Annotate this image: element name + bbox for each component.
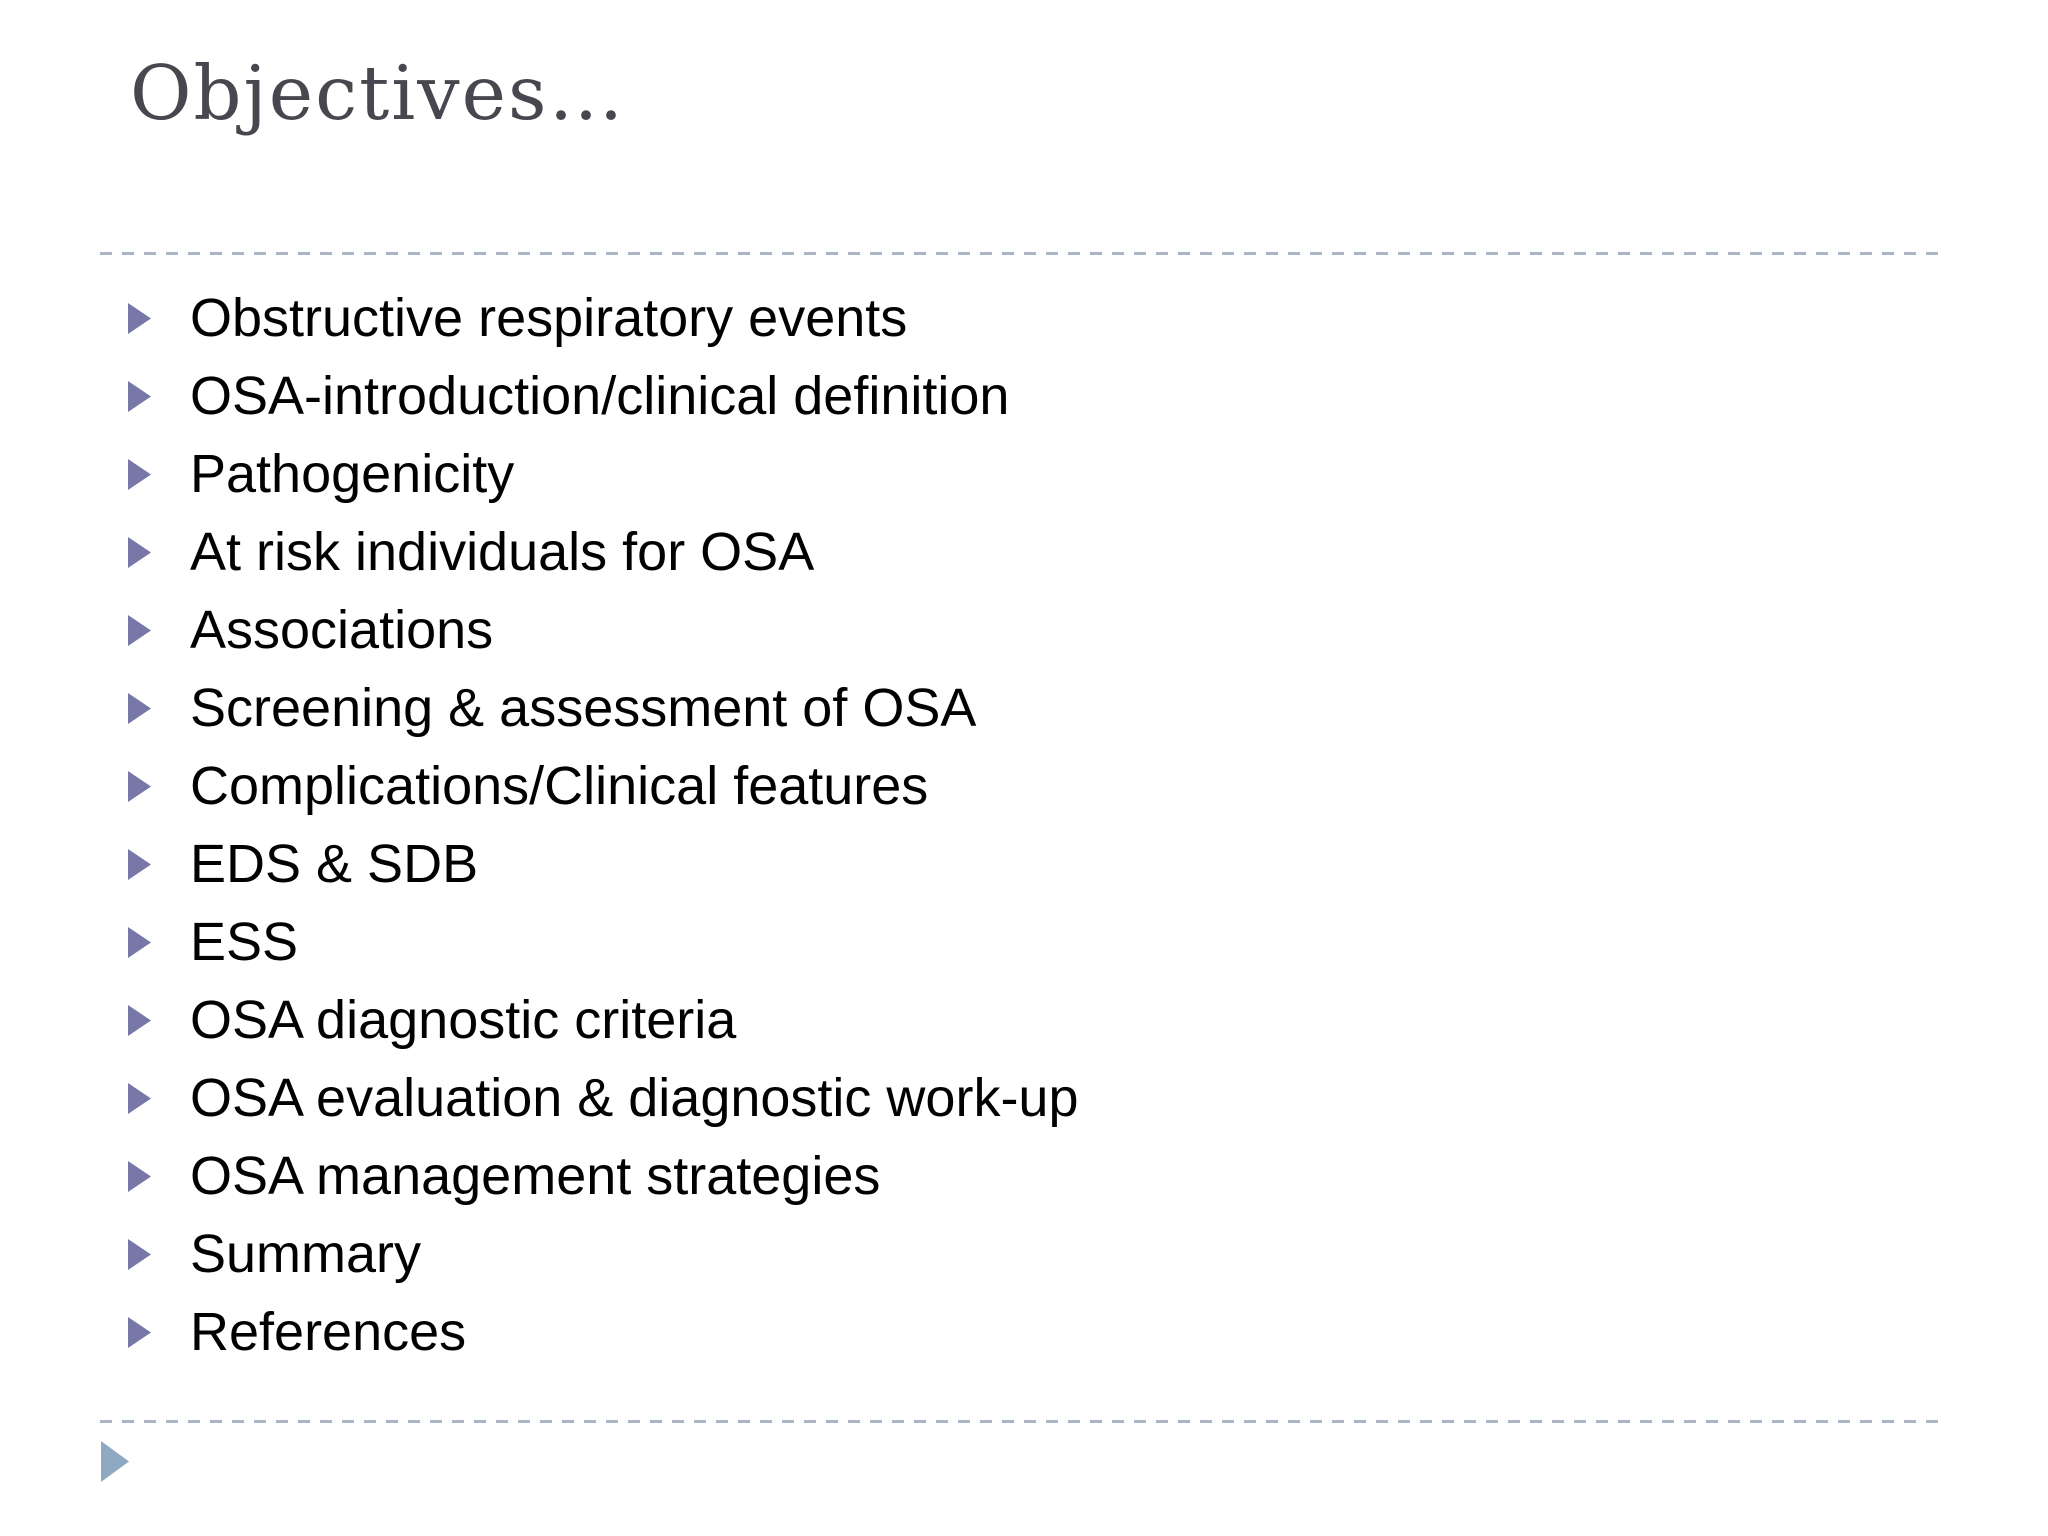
list-item: OSA diagnostic criteria: [128, 981, 1079, 1059]
bullet-item-label: OSA evaluation & diagnostic work-up: [190, 1068, 1079, 1128]
bullet-item-label: Pathogenicity: [190, 444, 515, 504]
bullet-item-label: At risk individuals for OSA: [190, 522, 815, 582]
list-item: At risk individuals for OSA: [128, 513, 1079, 591]
footer-arrow-icon: [101, 1441, 129, 1482]
bullet-item-label: Obstructive respiratory events: [190, 288, 908, 348]
bullet-triangle-icon: [128, 614, 151, 646]
bullet-triangle-icon: [128, 1238, 151, 1270]
bullet-item-label: Summary: [190, 1224, 422, 1284]
bullet-item-label: Associations: [190, 600, 494, 660]
bullet-item-label: References: [190, 1302, 467, 1362]
bullet-triangle-icon: [128, 302, 151, 334]
list-item: EDS & SDB: [128, 825, 1079, 903]
top-divider-line: [100, 252, 1948, 255]
bullet-triangle-icon: [128, 848, 151, 880]
list-item: Pathogenicity: [128, 435, 1079, 513]
bullet-item-label: EDS & SDB: [190, 834, 479, 894]
bullet-triangle-icon: [128, 1160, 151, 1192]
bullet-triangle-icon: [128, 1316, 151, 1348]
list-item: Summary: [128, 1215, 1079, 1293]
list-item: Screening & assessment of OSA: [128, 669, 1079, 747]
bullet-item-label: OSA management strategies: [190, 1146, 881, 1206]
list-item: Obstructive respiratory events: [128, 279, 1079, 357]
bullet-triangle-icon: [128, 926, 151, 958]
bullet-triangle-icon: [128, 536, 151, 568]
list-item: OSA evaluation & diagnostic work-up: [128, 1059, 1079, 1137]
list-item: OSA-introduction/clinical definition: [128, 357, 1079, 435]
list-item: OSA management strategies: [128, 1137, 1079, 1215]
list-item: ESS: [128, 903, 1079, 981]
bottom-divider-line: [100, 1420, 1948, 1423]
bullet-triangle-icon: [128, 380, 151, 412]
bullet-item-label: OSA-introduction/clinical definition: [190, 366, 1010, 426]
bullet-triangle-icon: [128, 1082, 151, 1114]
bullet-item-label: Screening & assessment of OSA: [190, 678, 977, 738]
list-item: Associations: [128, 591, 1079, 669]
bullet-triangle-icon: [128, 692, 151, 724]
bullet-item-label: ESS: [190, 912, 299, 972]
bullet-triangle-icon: [128, 1004, 151, 1036]
bullet-item-label: OSA diagnostic criteria: [190, 990, 737, 1050]
list-item: References: [128, 1293, 1079, 1371]
list-item: Complications/Clinical features: [128, 747, 1079, 825]
bullet-triangle-icon: [128, 458, 151, 490]
bullet-triangle-icon: [128, 770, 151, 802]
bullet-item-label: Complications/Clinical features: [190, 756, 929, 816]
slide-title: Objectives…: [130, 49, 626, 137]
